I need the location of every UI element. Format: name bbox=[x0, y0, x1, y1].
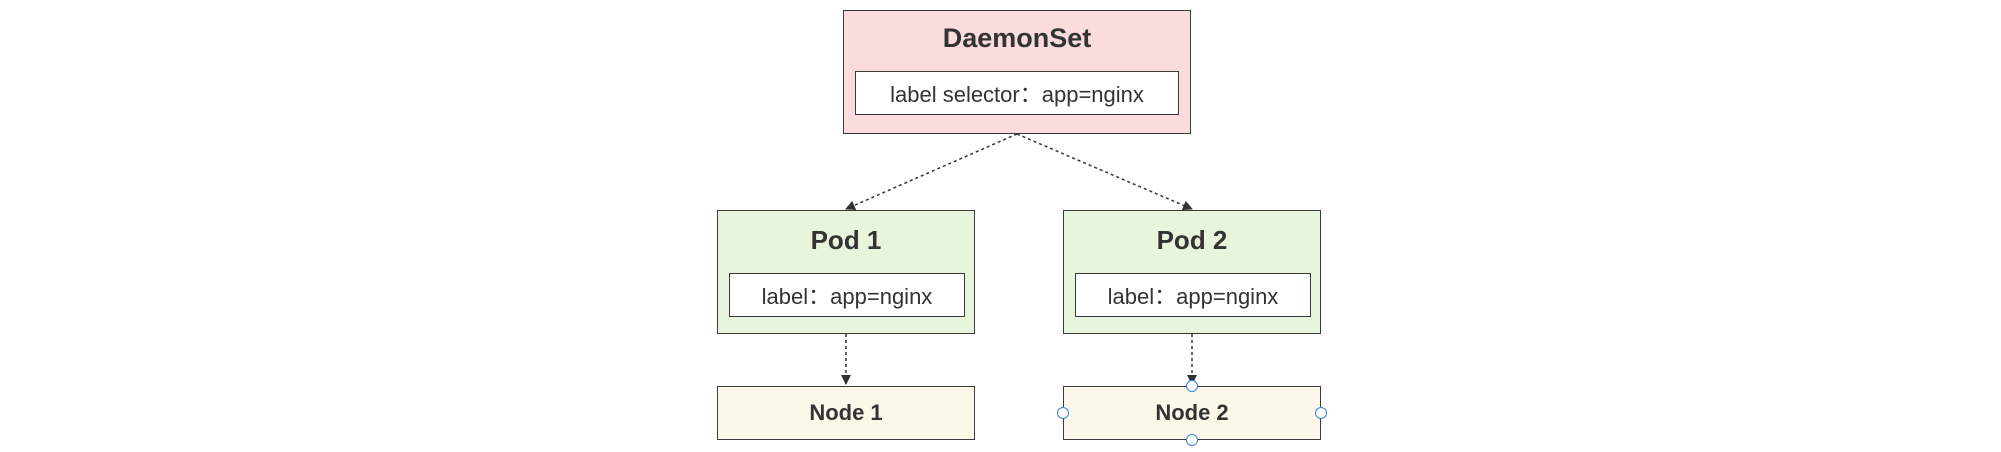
pod1-label-box[interactable]: label：app=nginx bbox=[729, 273, 965, 317]
daemonset-box[interactable]: DaemonSet label selector：app=nginx bbox=[843, 10, 1191, 134]
pod2-label-box[interactable]: label：app=nginx bbox=[1075, 273, 1311, 317]
pod2-box[interactable]: Pod 2 label：app=nginx bbox=[1063, 210, 1321, 334]
edge-daemonset-to-pod2[interactable] bbox=[1016, 133, 1193, 211]
node2-box[interactable]: Node 2 bbox=[1063, 386, 1321, 440]
selection-handle-left[interactable] bbox=[1057, 407, 1069, 419]
pod2-title: Pod 2 bbox=[1156, 225, 1228, 255]
node1-box[interactable]: Node 1 bbox=[717, 386, 975, 440]
selection-handle-bottom[interactable] bbox=[1186, 434, 1198, 446]
daemonset-title: DaemonSet bbox=[942, 23, 1092, 53]
pod1-title: Pod 1 bbox=[810, 225, 882, 255]
selection-handle-top[interactable] bbox=[1186, 380, 1198, 392]
selection-handle-right[interactable] bbox=[1315, 407, 1327, 419]
daemonset-selector-box[interactable]: label selector：app=nginx bbox=[855, 71, 1179, 115]
edge-daemonset-to-pod1[interactable] bbox=[845, 133, 1018, 210]
pod1-box[interactable]: Pod 1 label：app=nginx bbox=[717, 210, 975, 334]
